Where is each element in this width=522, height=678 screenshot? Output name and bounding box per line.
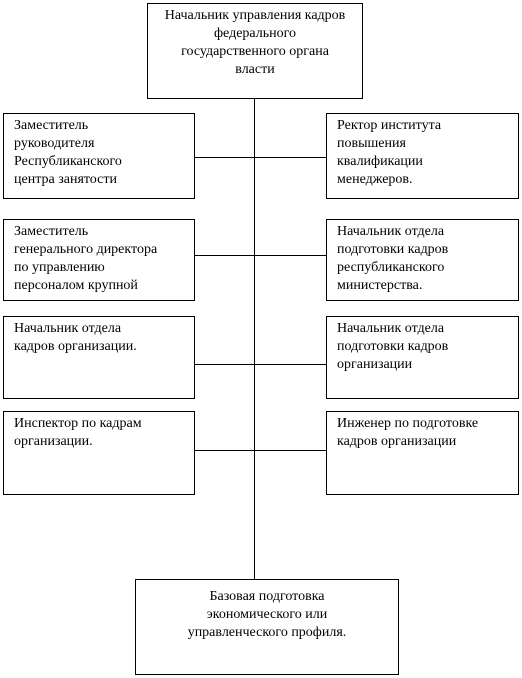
left-box-1: Заместитель руководителя Республиканског… (3, 113, 195, 199)
right-box-2: Начальник отдела подготовки кадров респу… (326, 219, 519, 301)
row-3-connector (194, 364, 327, 365)
left-box-4: Инспектор по кадрам организации. (3, 411, 195, 495)
top-box-head-of-hr-department: Начальник управления кадров федерального… (147, 3, 363, 99)
row-4-connector (194, 450, 327, 451)
right-box-1: Ректор института повышения квалификации … (326, 113, 519, 199)
row-2-connector (194, 255, 327, 256)
central-connector (254, 98, 255, 580)
row-1-connector (194, 157, 327, 158)
right-box-3: Начальник отдела подготовки кадров орган… (326, 316, 519, 399)
left-box-3: Начальник отдела кадров организации. (3, 316, 195, 399)
bottom-box-basic-training: Базовая подготовка экономического или уп… (135, 579, 399, 675)
left-box-2: Заместитель генерального директора по уп… (3, 219, 195, 301)
right-box-4: Инженер по подготовке кадров организации (326, 411, 519, 495)
